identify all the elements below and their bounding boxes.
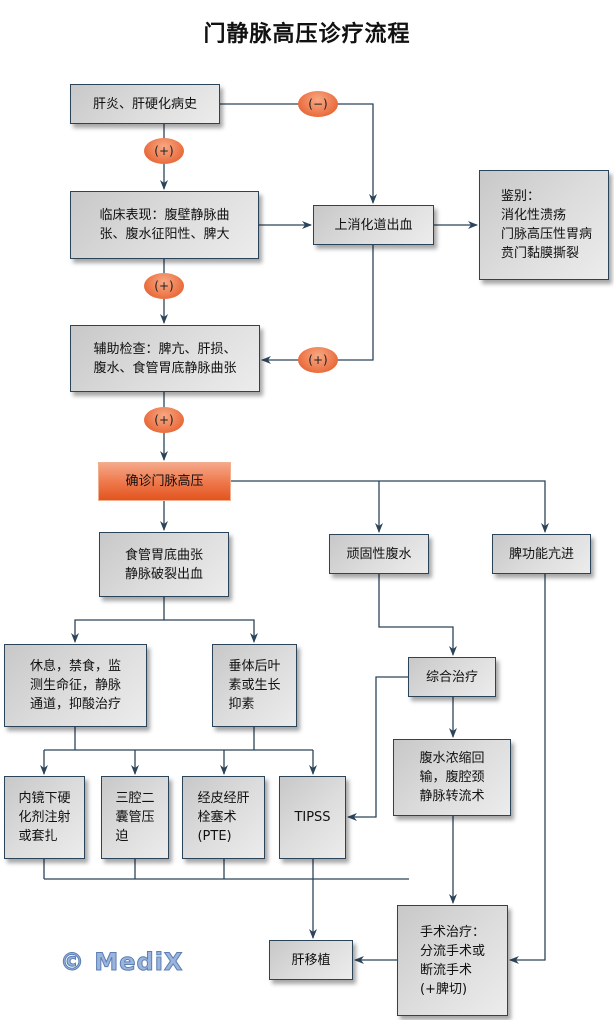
node-history: 肝炎、肝硬化病史	[70, 84, 220, 124]
node-label: 辅助检查：脾亢、肝损、 腹水、食管胃底静脉曲张	[93, 341, 237, 376]
node-ugib: 上消化道出血	[313, 205, 434, 245]
positive-connector-oval: (+)	[298, 347, 338, 373]
node-label: 手术治疗： 分流手术或 断流手术 (+脾切)	[419, 924, 485, 997]
node-label: 上消化道出血	[334, 217, 413, 233]
node-pte: 经皮经肝 栓塞术 (PTE)	[182, 776, 265, 859]
node-differential: 鉴别： 消化性溃疡 门脉高压性胃病 贲门黏膜撕裂	[479, 170, 609, 280]
edge-hypersplenism-surgery	[509, 574, 546, 964]
edge-diagnosis-branch	[231, 480, 549, 533]
node-surgery: 手术治疗： 分流手术或 断流手术 (+脾切)	[397, 905, 508, 1016]
node-hypersplenism: 脾功能亢进	[492, 534, 591, 574]
node-label: 临床表现：腹壁静脉曲 张、腹水征阳性、脾大	[99, 208, 230, 242]
node-label: 经皮经肝 栓塞术 (PTE)	[197, 791, 250, 844]
node-comprehensive: 综合治疗	[408, 657, 496, 697]
positive-connector-oval: (+)	[144, 273, 184, 299]
node-label: 食管胃底曲张 静脉破裂出血	[124, 547, 203, 582]
node-diagnosis: 确诊门脉高压	[98, 462, 231, 501]
node-label: 顽固性腹水	[346, 546, 412, 562]
edge-varices-split	[71, 597, 165, 643]
node-varices: 食管胃底曲张 静脉破裂出血	[99, 532, 229, 597]
node-label: 内镜下硬 化剂注射 或套扎	[18, 791, 71, 844]
node-label: 肝炎、肝硬化病史	[92, 96, 197, 112]
node-label: 休息，禁食，监 测生命征，静脉 通道，抑酸治疗	[29, 659, 121, 712]
node-label: 垂体后叶 素或生长 抑素	[228, 659, 281, 712]
edge-comprehensive-tipss	[347, 676, 408, 821]
page-title: 门静脉高压诊疗流程	[203, 21, 411, 47]
node-supportive: 休息，禁食，监 测生命征，静脉 通道，抑酸治疗	[4, 644, 147, 727]
edge-varices-vasopressin	[164, 619, 258, 643]
node-label: 三腔二 囊管压 迫	[115, 791, 155, 844]
watermark-logo: © MediX	[59, 948, 184, 977]
node-transplant: 肝移植	[269, 940, 353, 980]
node-label: 腹水浓缩回 输，腹腔颈 静脉转流术	[419, 751, 485, 804]
node-tipss: TIPSS	[279, 776, 346, 859]
node-vasopressin: 垂体后叶 素或生长 抑素	[212, 644, 297, 727]
node-label: 脾功能亢进	[508, 546, 574, 562]
node-endoscopic: 内镜下硬 化剂注射 或套扎	[4, 776, 85, 859]
node-label: 肝移植	[291, 952, 331, 968]
node-label: 确诊门脉高压	[125, 474, 204, 489]
node-ascites: 顽固性腹水	[329, 534, 429, 574]
node-label: 综合治疗	[425, 669, 478, 685]
node-auxiliary: 辅助检查：脾亢、肝损、 腹水、食管胃底静脉曲张	[70, 325, 260, 392]
edge-ugib-auxiliary	[261, 245, 374, 364]
positive-connector-oval: (+)	[144, 138, 184, 164]
node-label: 鉴别： 消化性溃疡 门脉高压性胃病 贲门黏膜撕裂	[501, 189, 593, 261]
node-balloon: 三腔二 囊管压 迫	[101, 776, 169, 859]
edge-ascites-comprehensive	[378, 574, 457, 656]
positive-connector-oval: (+)	[144, 407, 184, 433]
edge-history-ugib	[220, 103, 377, 204]
node-ascites-reinfusion: 腹水浓缩回 输，腹腔颈 静脉转流术	[393, 739, 511, 816]
node-clinical: 临床表现：腹壁静脉曲 张、腹水征阳性、脾大	[70, 191, 259, 259]
node-label: TIPSS	[294, 810, 331, 825]
negative-connector-oval: (−)	[298, 91, 338, 117]
